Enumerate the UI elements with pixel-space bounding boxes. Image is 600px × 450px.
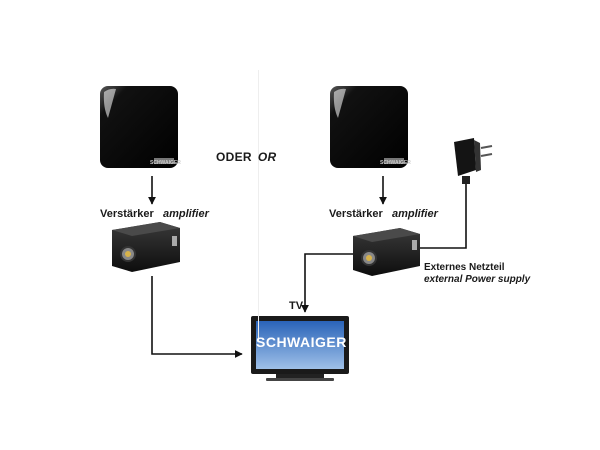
antenna-left-logo: SCHWAIGER xyxy=(150,160,181,166)
tv-brand-logo: SCHWAIGER xyxy=(256,334,347,350)
amplifier-de-text: Verstärker xyxy=(329,208,383,220)
amplifier-en-text: amplifier xyxy=(392,208,438,220)
oder-text: ODER xyxy=(216,150,252,164)
oder-or-label: ODER OR xyxy=(216,150,276,164)
cable-amplifier-right-to-tv xyxy=(301,253,353,313)
amplifier-de-text: Verstärker xyxy=(100,208,154,220)
antenna-right xyxy=(330,86,408,168)
amplifier-label-right: Verstärker amplifier xyxy=(329,208,438,220)
amplifier-en-text: amplifier xyxy=(163,208,209,220)
power-supply-label-de: Externes Netzteil xyxy=(424,262,505,273)
divider-line xyxy=(258,70,259,340)
cable-amplifier-left-to-tv xyxy=(151,276,243,358)
amplifier-right xyxy=(353,228,420,276)
cable-power-to-amplifier xyxy=(420,184,467,249)
or-text: OR xyxy=(257,150,277,164)
power-supply-label-en: external Power supply xyxy=(424,274,531,285)
antenna-left xyxy=(100,86,178,168)
power-supply-icon xyxy=(454,138,493,184)
tv-icon xyxy=(251,316,349,381)
amplifier-left xyxy=(112,222,180,272)
amplifier-label-left: Verstärker amplifier xyxy=(100,208,209,220)
tv-label: TV xyxy=(289,300,304,312)
antenna-right-logo: SCHWAIGER xyxy=(380,160,411,166)
